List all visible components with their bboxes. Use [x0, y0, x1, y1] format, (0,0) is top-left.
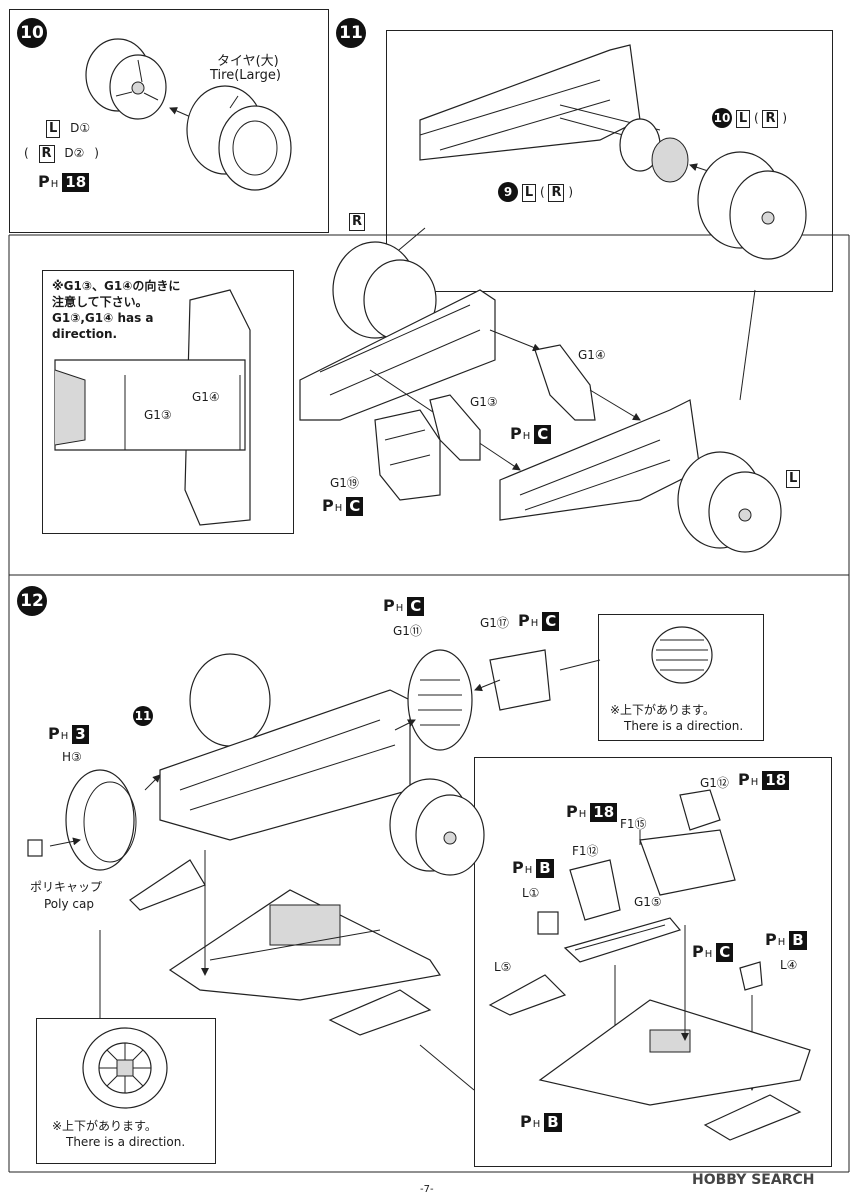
step-12-subassembly-frame: [474, 757, 832, 1167]
inset-g13-label: G1③: [144, 408, 172, 422]
step-12-direction-inset-frame: [598, 614, 764, 741]
step-11-inset-10-label: 10 L ( R ): [712, 108, 787, 128]
step-12-floor: [168, 889, 442, 1001]
step-12-sub-f115: [639, 829, 736, 896]
step-11-direction-note: ※G1③、G1④の向きに 注意して下さい。 G1③,G1④ has a dire…: [52, 279, 181, 341]
step-11-number: 11: [336, 18, 366, 48]
step-10-wheel: [85, 38, 167, 120]
step-10-tire: [186, 85, 292, 191]
page-number: -7-: [420, 1184, 434, 1195]
step-10-tire-label-en: Tire(Large): [210, 68, 281, 83]
step-12-sub-l4: [739, 961, 763, 991]
h3-label: H③: [62, 750, 82, 764]
step-12-polycap-inset-frame: [36, 1018, 216, 1164]
step-12-sub-l5: [488, 974, 567, 1016]
step-12-sub-f112: [569, 859, 621, 921]
step-11-direction-inset-frame: [42, 270, 294, 534]
step-12-front-wheel: [65, 769, 137, 871]
step-10-frame: [9, 9, 329, 233]
step-11-rear-right-wheel: [332, 241, 437, 341]
right-side-box: R: [38, 145, 55, 163]
l1-label: L①: [522, 886, 540, 900]
step-11-inset-frame: [386, 30, 833, 292]
step-12-sub-11-number: 11: [133, 706, 153, 726]
step-10-number: 10: [17, 18, 47, 48]
part-d2-label: D②: [64, 146, 85, 160]
f115-label: F1⑮: [620, 817, 647, 831]
left-side-box: L: [46, 120, 61, 138]
step-10-tire-label-ja: タイヤ(大): [217, 54, 279, 69]
inset-g14-label: G1④: [192, 390, 220, 404]
step-12-sub-l1: [537, 911, 559, 935]
sub-step-10-number: 10: [712, 108, 732, 128]
step-12-g117-part: [489, 649, 551, 711]
step-12-polycap-inset-wheel: [82, 1027, 168, 1109]
step-11-inset-9-label: 9 L ( R ): [498, 182, 573, 202]
part-g13-label: G1③: [470, 395, 498, 409]
step-12-left-wheel: [389, 778, 485, 876]
step-11-l-box: L: [786, 470, 801, 488]
f112-label: F1⑫: [572, 844, 599, 858]
step-12-direction-note: ※上下があります。 There is a direction.: [610, 703, 744, 733]
step-11-gearbox: [299, 289, 496, 421]
part-g14-label: G1④: [578, 348, 606, 362]
step-11-inset-wheel: [697, 151, 807, 260]
part-d1-label: D①: [70, 121, 91, 135]
g117-label: G1⑰: [480, 616, 509, 630]
l4-label: L④: [780, 958, 798, 972]
step-11-rear-left-wheel: [677, 451, 782, 553]
step-11-direction-inset-drawing: [54, 289, 251, 526]
polycap-label-en: Poly cap: [44, 897, 94, 911]
step-12-sub-front-wing: [703, 1094, 802, 1141]
step-11-side-assembly: [499, 399, 701, 521]
step-12-number: 12: [17, 586, 47, 616]
step-11-r-box: R: [349, 213, 366, 231]
g111-label: G1⑪: [393, 624, 422, 638]
step-10-left-part: L D①: [46, 120, 90, 138]
polycap-label-ja: ポリキャップ: [30, 880, 103, 894]
watermark: HOBBY SEARCH: [692, 1172, 815, 1188]
step-11-part-g119: [374, 409, 441, 501]
step-12-sub-g15: [563, 917, 682, 963]
part-g119-label: G1⑲: [330, 476, 359, 490]
step-12-g111-part: [407, 649, 473, 751]
step-12-sub-g112: [679, 789, 721, 831]
polycap-direction-note: ※上下があります。 There is a direction.: [52, 1119, 186, 1149]
step-10-right-part: ( R D② ): [24, 145, 99, 163]
l5-label: L⑤: [494, 960, 512, 974]
step-11-part-g14: [534, 344, 596, 421]
sub-step-9-number: 9: [498, 182, 518, 202]
step-12-rear-wheel: [189, 653, 271, 747]
step-12-sub-floor: [538, 999, 811, 1106]
g15-label: G1⑤: [634, 895, 662, 909]
step-12-polycap: [27, 839, 43, 857]
g112-label: G1⑫: [700, 776, 729, 790]
step-12-front-wing-upper: [129, 859, 206, 911]
step-11-inset-suspension: [419, 44, 689, 183]
step-12-direction-inset-part: [651, 626, 713, 684]
step-12-front-wing-lower: [328, 989, 432, 1036]
